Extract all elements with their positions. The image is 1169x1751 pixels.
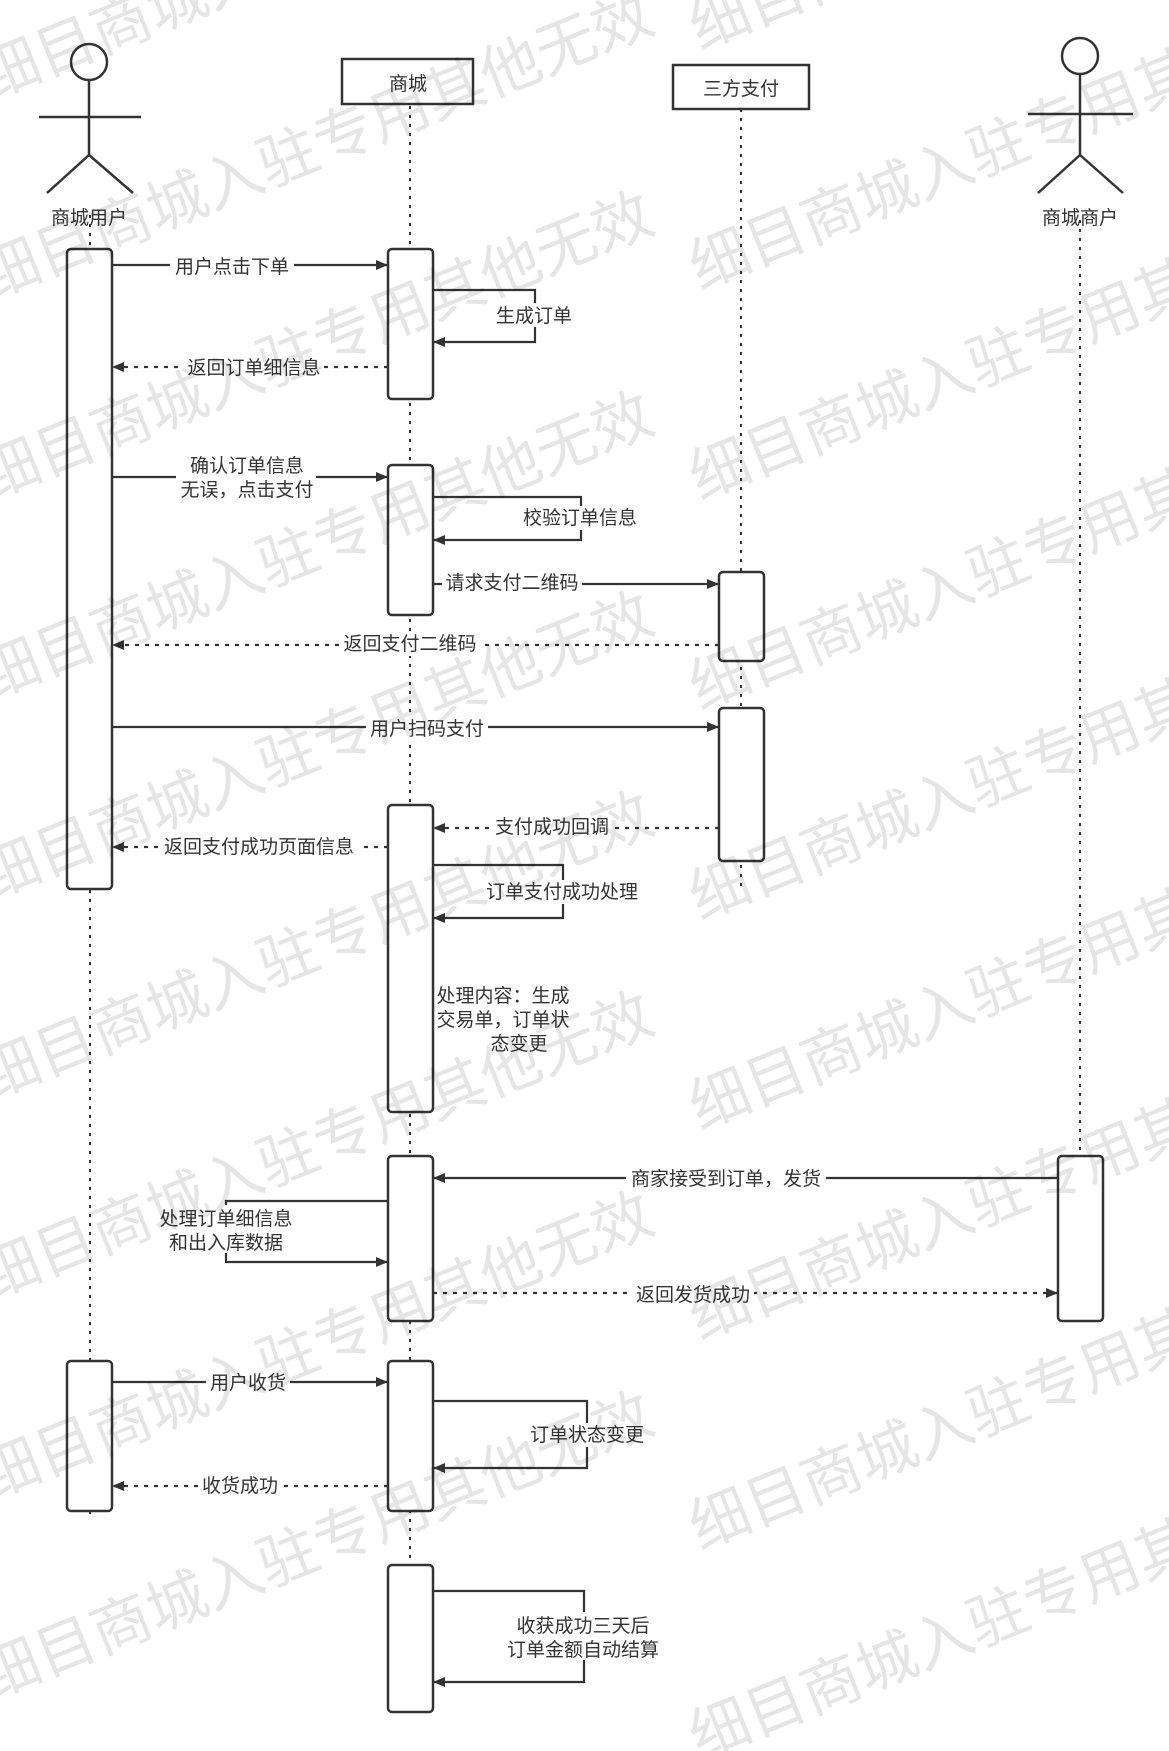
activation-user-2 [65, 1359, 114, 1513]
note-line2: 交易单，订单状 [436, 1009, 569, 1031]
activation-user-1 [65, 247, 114, 891]
msg-pay-callback-label: 支付成功回调 [495, 816, 609, 838]
activation-pay-1 [717, 570, 766, 663]
activation-mall-4 [386, 1154, 435, 1323]
msg-auto-settle-label-line2: 订单金额自动结算 [507, 1639, 659, 1661]
msg-user-order-label: 用户点击下单 [175, 256, 289, 278]
note-line3: 态变更 [490, 1033, 547, 1055]
msg-auto-settle-label-line1: 收获成功三天后 [516, 1615, 649, 1637]
participant-merchant-label: 商城商户 [1042, 207, 1118, 229]
msg-return-order-label: 返回订单细信息 [187, 357, 320, 379]
msg-confirm-pay-label-line2: 无误，点击支付 [180, 479, 313, 501]
participant-user-label: 商城用户 [51, 207, 127, 229]
note-line1: 处理内容：生成 [436, 985, 569, 1007]
msg-process-stock-label-line1: 处理订单细信息 [159, 1208, 292, 1230]
message-labels: 用户点击下单 生成订单 返回订单细信息 确认订单信息 无误，点击支付 校验订单信… [154, 254, 826, 1661]
msg-merchant-ship-label: 商家接受到订单，发货 [631, 1168, 821, 1190]
activation-pay-2 [717, 706, 766, 863]
msg-gen-order-label: 生成订单 [496, 305, 572, 327]
msg-confirm-pay-label-line1: 确认订单信息 [190, 455, 304, 477]
participant-mall-box [340, 57, 475, 106]
msg-return-ship-label: 返回发货成功 [636, 1284, 750, 1306]
participant-mall-label: 商城 [389, 73, 427, 95]
activation-mall-3 [386, 803, 435, 1114]
msg-process-stock-label-line2: 和出入库数据 [169, 1232, 283, 1254]
msg-scan-pay-label: 用户扫码支付 [370, 718, 484, 740]
msg-verify-order-label: 校验订单信息 [523, 507, 637, 529]
msg-return-success-page-label: 返回支付成功页面信息 [164, 836, 354, 858]
msg-return-qr-label: 返回支付二维码 [343, 633, 476, 655]
msg-user-receive-label: 用户收货 [210, 1372, 286, 1394]
actor-merchant-icon [1028, 36, 1133, 194]
process-content-note: 处理内容：生成 交易单，订单状 态变更 [436, 985, 569, 1055]
activation-mall-6 [386, 1563, 435, 1714]
participant-pay-label: 三方支付 [703, 78, 779, 100]
participant-pay-box [671, 63, 811, 111]
msg-request-qr-label: 请求支付二维码 [445, 572, 578, 594]
msg-order-pay-process-label: 订单支付成功处理 [486, 881, 638, 903]
actor-user-icon [39, 42, 141, 194]
activation-merchant-1 [1056, 1154, 1105, 1323]
activation-mall-5 [386, 1359, 435, 1513]
msg-status-change-label: 订单状态变更 [530, 1424, 644, 1446]
msg-receive-success-label: 收货成功 [202, 1475, 278, 1497]
activation-mall-1 [386, 247, 435, 401]
